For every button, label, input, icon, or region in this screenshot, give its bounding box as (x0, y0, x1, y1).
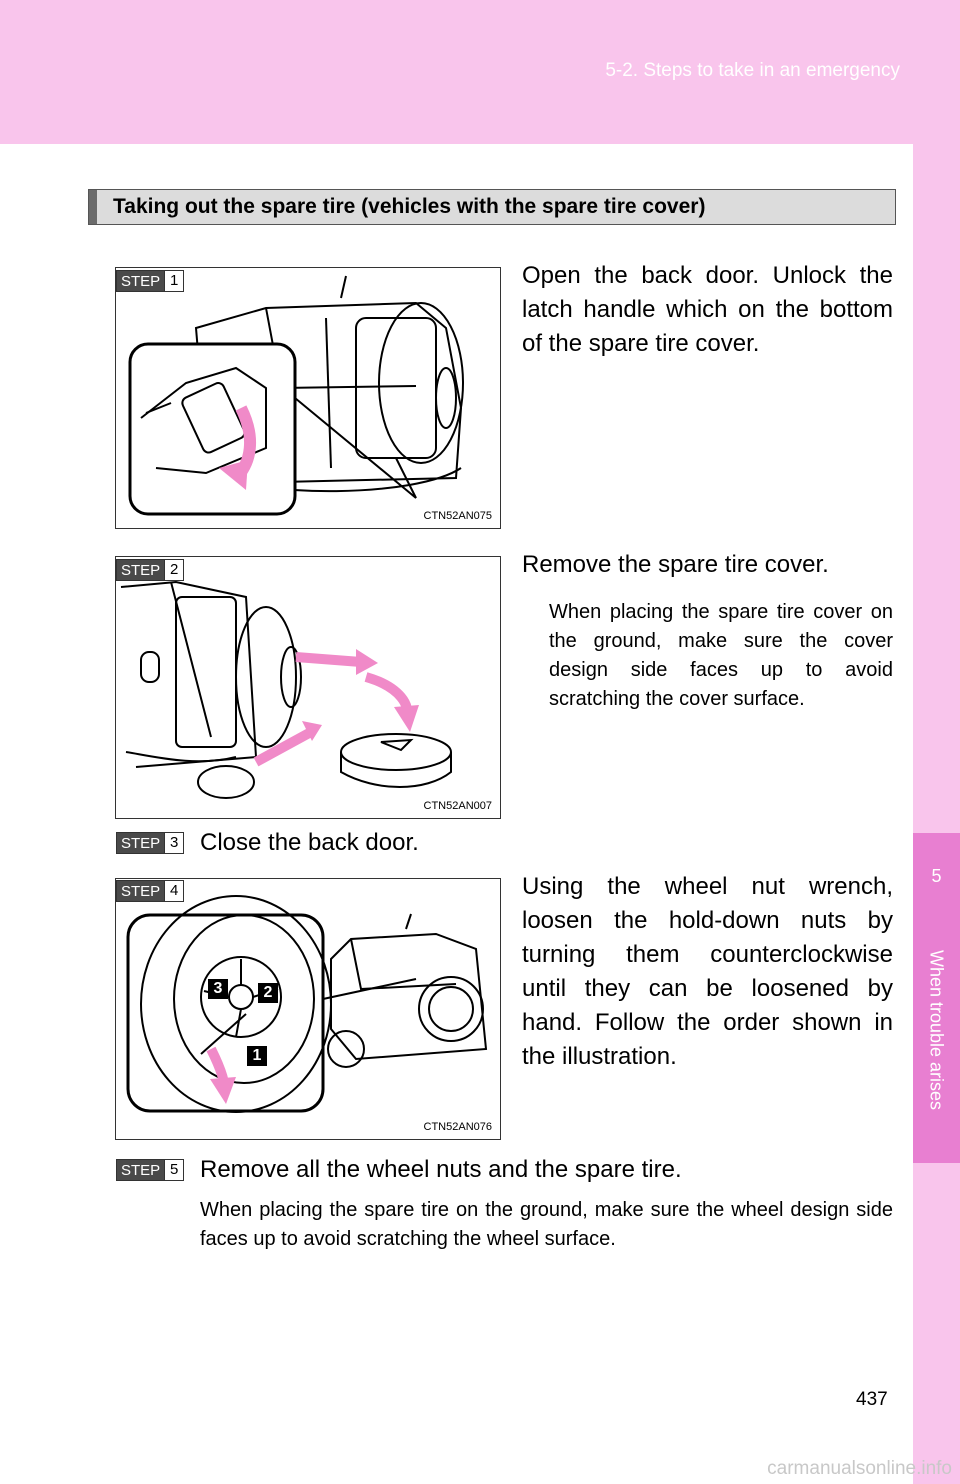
step-5-text: Remove all the wheel nuts and the spare … (200, 1156, 682, 1183)
step-number: 2 (165, 559, 185, 581)
step-number: 3 (165, 832, 185, 854)
chapter-tab-active[interactable] (913, 833, 960, 1163)
figure-step-2: CTN52AN007 (115, 556, 501, 819)
heading-accent (89, 190, 97, 224)
section-reference: 5-2. Steps to take in an emergency (605, 60, 900, 81)
figure-step-4: 3 2 1 CTN52AN076 (115, 878, 501, 1140)
nut-order-callout-1: 1 (247, 1046, 267, 1066)
back-door-latch-illustration (128, 275, 464, 516)
step-4-text: Using the wheel nut wrench, loosen the h… (522, 873, 893, 1070)
page-number: 437 (856, 1389, 888, 1410)
step-badge: STEP 2 (116, 559, 185, 581)
step-word: STEP (116, 1159, 166, 1181)
figure-code: CTN52AN076 (423, 1121, 492, 1133)
chapter-number: 5 (931, 866, 942, 886)
figure-code: CTN52AN007 (423, 800, 492, 812)
chapter-tab (913, 144, 960, 1484)
step-word: STEP (116, 832, 166, 854)
section-heading-bar: Taking out the spare tire (vehicles with… (88, 189, 896, 225)
step-number: 4 (165, 880, 185, 902)
step-2-note: When placing the spare tire cover on the… (549, 601, 893, 710)
figure-code: CTN52AN075 (423, 510, 492, 522)
step-5-note: When placing the spare tire on the groun… (200, 1199, 893, 1250)
step-badge: STEP 4 (116, 880, 185, 902)
step-number: 1 (165, 270, 185, 292)
step-3-text: Close the back door. (200, 829, 419, 856)
step-word: STEP (116, 880, 166, 902)
step-word: STEP (116, 559, 166, 581)
step-number: 5 (165, 1159, 185, 1181)
nut-order-callout-3: 3 (208, 979, 228, 999)
remove-cover-illustration (120, 580, 452, 799)
header-band (0, 0, 960, 144)
step-1-text: Open the back door. Unlock the latch han… (522, 262, 893, 357)
step-word: STEP (116, 270, 166, 292)
figure-step-1: CTN52AN075 (115, 267, 501, 529)
step-badge: STEP 1 (116, 270, 185, 292)
step-badge: STEP 5 (116, 1159, 185, 1181)
nut-order-callout-2: 2 (258, 983, 278, 1003)
step-2-text: Remove the spare tire cover. (522, 551, 829, 578)
watermark: carmanualsonline.info (767, 1458, 952, 1479)
chapter-label: When trouble arises (926, 949, 947, 1111)
loosen-nuts-illustration (126, 895, 488, 1113)
section-title: Taking out the spare tire (vehicles with… (113, 195, 706, 218)
step-badge: STEP 3 (116, 832, 185, 854)
